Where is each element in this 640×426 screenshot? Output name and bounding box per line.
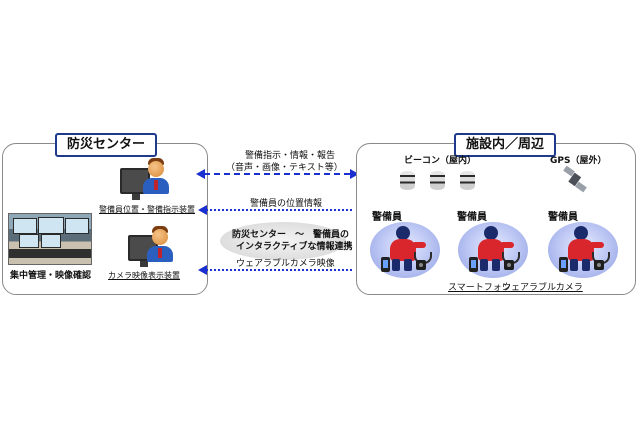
beacon-icon — [400, 171, 415, 190]
wearable-camera-icon — [594, 260, 604, 270]
center-panel-title: 防災センター — [55, 133, 158, 157]
camera-video-label: ウェアラブルカメラ映像 — [236, 259, 335, 269]
location-label: 警備員の位置情報 — [250, 199, 323, 209]
monitor-icon — [120, 168, 150, 200]
beacon-icon — [430, 171, 445, 190]
gps-label: GPS（屋外） — [550, 156, 607, 166]
wearable-camera-icon — [416, 260, 426, 270]
smartphone-icon — [559, 257, 568, 272]
wearable-camera-label: ウェアラブルカメラ — [502, 283, 583, 293]
smartphone-icon — [381, 257, 390, 272]
control-room-photo — [8, 213, 92, 265]
arrow-left-head — [198, 205, 207, 215]
terminal-top-label: 警備員位置・警備指示装置 — [99, 205, 195, 214]
guard-label: 警備員 — [457, 212, 487, 223]
arrow-left-head — [198, 265, 207, 275]
smartphone-icon — [469, 257, 478, 272]
guard-label: 警備員 — [548, 212, 578, 223]
wearable-camera-icon — [504, 260, 514, 270]
instruction-sub-label: （音声・画像・テキスト等） — [226, 163, 343, 173]
bubble-line-2: インタラクティブな情報連携 — [236, 242, 353, 252]
beacon-icon — [460, 171, 475, 190]
arrow-left-head — [196, 169, 205, 179]
control-room-label: 集中管理・映像確認 — [10, 271, 92, 281]
bubble-line-1: 防災センター ～ 警備員の — [232, 230, 350, 240]
beacon-label: ビーコン（屋内） — [404, 156, 477, 166]
terminal-bottom-label: カメラ映像表示装置 — [108, 271, 180, 280]
facility-panel-title: 施設内／周辺 — [454, 133, 557, 157]
location-arrow — [206, 209, 352, 211]
guard-label: 警備員 — [372, 212, 402, 223]
arrow-right-head — [350, 169, 359, 179]
satellite-icon — [563, 166, 587, 193]
info-sharing-bubble — [220, 222, 346, 260]
instruction-label: 警備指示・情報・報告 — [245, 151, 336, 161]
instruction-arrow — [204, 173, 350, 175]
smartphone-label: スマートフォン — [448, 283, 511, 293]
camera-video-arrow — [206, 269, 352, 271]
